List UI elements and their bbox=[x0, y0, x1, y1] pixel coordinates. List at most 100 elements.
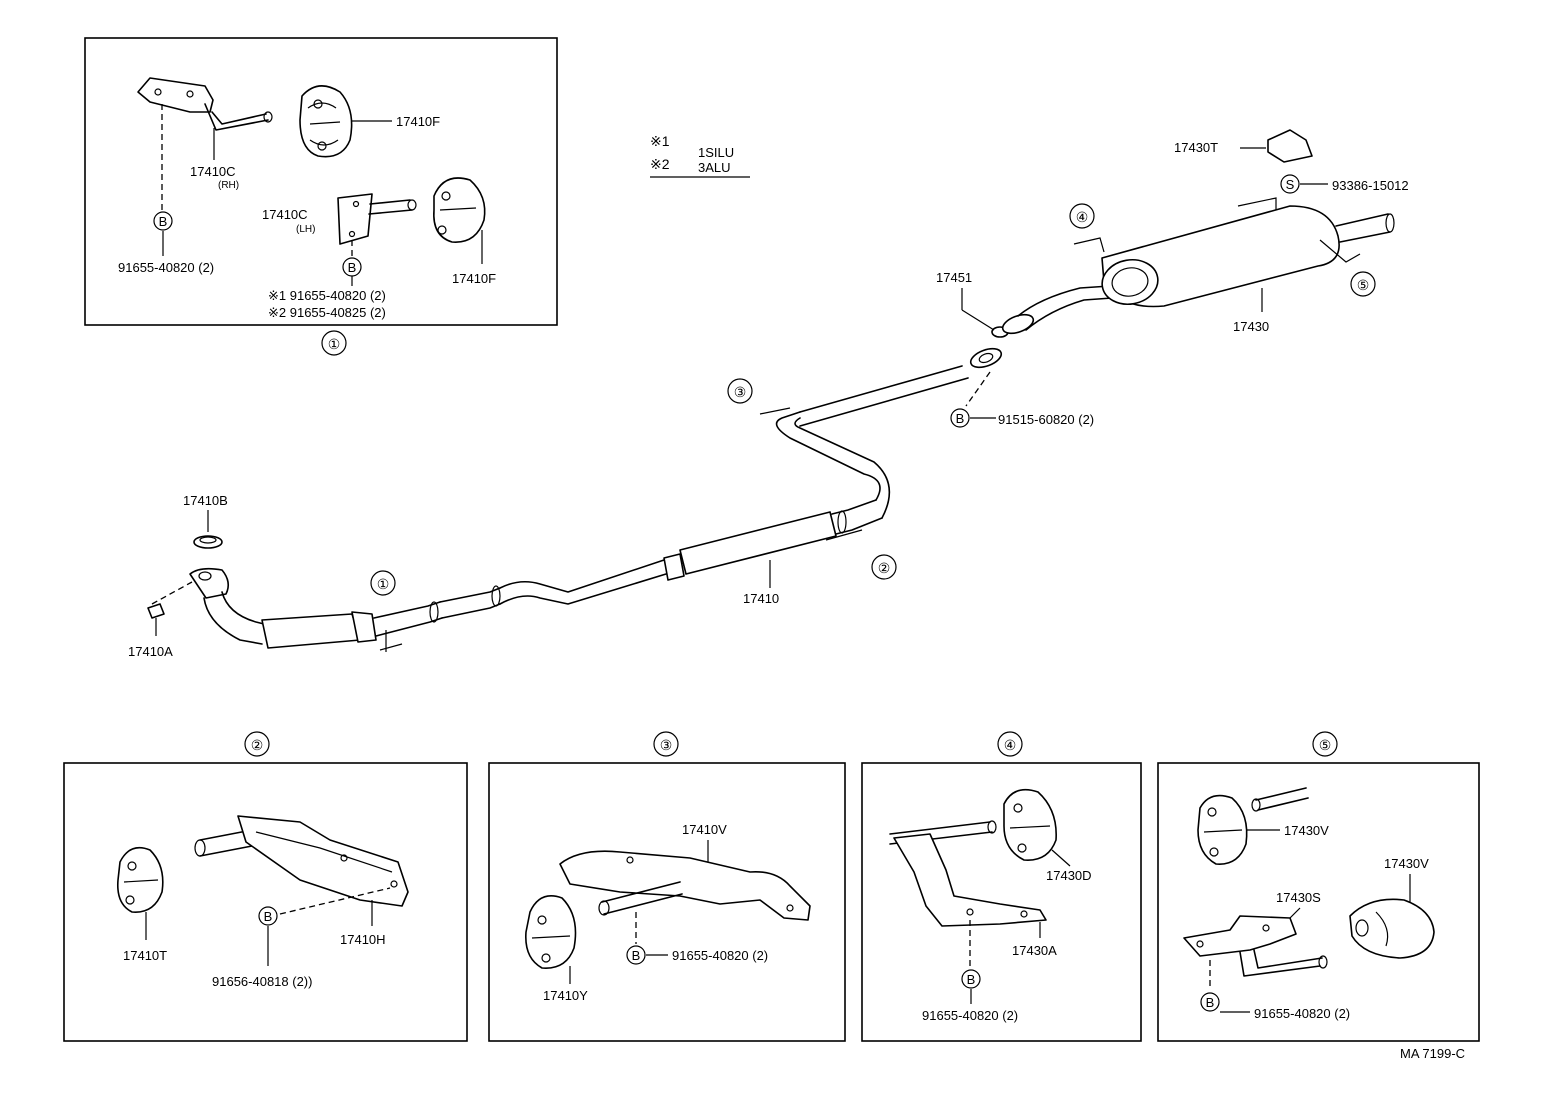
d3-insulator-label: 17410Y bbox=[543, 988, 588, 1003]
d4-bracket-label: 17430A bbox=[1012, 943, 1057, 958]
main-callout-1: ① bbox=[377, 576, 390, 592]
detail-4-frame bbox=[861, 762, 1142, 1042]
bolt-b-symbol bbox=[950, 408, 970, 428]
detail-4-group: ④ 17430D B 91655-40820 (2) 17430A bbox=[861, 731, 1142, 1042]
detail-1-group: B 91655-40820 (2) 17410C (RH) 17410F 174… bbox=[84, 37, 558, 356]
leader-dash bbox=[151, 581, 193, 605]
callout-circle-5 bbox=[1312, 731, 1338, 757]
bolt-b-symbol bbox=[626, 945, 646, 965]
diagram-code: MA 7199-C bbox=[1400, 1046, 1465, 1061]
bolt-b-symbol bbox=[1200, 992, 1220, 1012]
bracket-rh-shape bbox=[137, 77, 273, 131]
note-2-mark: ※2 bbox=[650, 156, 670, 172]
nut-label: 17410A bbox=[128, 644, 173, 659]
d5-insulator-top-shape bbox=[1197, 794, 1248, 865]
main-callout-4: ④ bbox=[1076, 209, 1089, 225]
d1-bracket-lh-label: 17410C bbox=[262, 207, 308, 222]
tail-stud-label: 93386-15012 bbox=[1332, 178, 1409, 193]
d3-bolt-label: 91655-40820 (2) bbox=[672, 948, 768, 963]
bolt-b-mark: B bbox=[159, 214, 168, 229]
callout-circle-4 bbox=[997, 731, 1023, 757]
stud-s-mark: S bbox=[1286, 177, 1295, 192]
d5-bracket-label: 17430S bbox=[1276, 890, 1321, 905]
note-2-text: 3ALU bbox=[698, 160, 731, 175]
detail-2-callout: ② bbox=[251, 737, 264, 753]
d1-rh-note: (RH) bbox=[218, 180, 239, 191]
bracket-lh-shape bbox=[337, 193, 417, 245]
d5-bracket-shape bbox=[1183, 915, 1328, 977]
detail-3-group: ③ 17410V 17410Y B 91655-40820 (2) bbox=[488, 731, 846, 1042]
d5-insulator-right-shape bbox=[1349, 898, 1435, 959]
bolt-b-symbol bbox=[258, 906, 278, 926]
d4-bolt-label: 91655-40820 (2) bbox=[922, 1008, 1018, 1023]
center-pipe-label: 17410 bbox=[743, 591, 779, 606]
d4-bracket-shape bbox=[889, 820, 1047, 927]
d1-bolt-label: 91655-40820 (2) bbox=[118, 260, 214, 275]
ring-label: 17410B bbox=[183, 493, 228, 508]
callout-circle-3 bbox=[727, 378, 753, 404]
leader-dash bbox=[279, 887, 391, 915]
tail-support-label: 17430T bbox=[1174, 140, 1218, 155]
d5-bolt-label: 91655-40820 (2) bbox=[1254, 1006, 1350, 1021]
d1-insulator-bottom-label: 17410F bbox=[452, 271, 496, 286]
d4-insulator-label: 17430D bbox=[1046, 868, 1092, 883]
d5-insulator-top-label: 17430V bbox=[1284, 823, 1329, 838]
d3-bracket-shape bbox=[559, 850, 811, 921]
detail-5-group: ⑤ 17430V 17430V 17430S bbox=[1157, 731, 1480, 1042]
d1-bracket-rh-label: 17410C bbox=[190, 164, 236, 179]
detail-3-callout: ③ bbox=[660, 737, 673, 753]
callout-circle-5 bbox=[1350, 271, 1376, 297]
detail-2-frame bbox=[63, 762, 468, 1042]
d2-insulator-label: 17410T bbox=[123, 948, 167, 963]
callout-circle-3 bbox=[653, 731, 679, 757]
d5-insulator-right-label: 17430V bbox=[1384, 856, 1429, 871]
d2-bolt-label: 91656-40818 (2)) bbox=[212, 974, 312, 989]
bolt-b-symbol bbox=[961, 969, 981, 989]
detail-5-callout: ⑤ bbox=[1319, 737, 1332, 753]
d2-bracket-shape bbox=[194, 815, 409, 907]
flange-bolt-label: 91515-60820 (2) bbox=[998, 412, 1094, 427]
main-callout-3: ③ bbox=[734, 384, 747, 400]
d2-bracket-label: 17410H bbox=[340, 932, 386, 947]
gasket-label: 17451 bbox=[936, 270, 972, 285]
ring-shape bbox=[193, 535, 223, 549]
bolt-b-symbol bbox=[153, 211, 173, 231]
variant-notes: ※1 1SILU ※2 3ALU bbox=[650, 133, 750, 178]
detail-3-frame bbox=[488, 762, 846, 1042]
main-callout-5: ⑤ bbox=[1357, 277, 1370, 293]
d1-bolt-v2-label: ※2 91655-40825 (2) bbox=[268, 305, 386, 320]
bolt-b-mark: B bbox=[264, 909, 273, 924]
d3-bracket-label: 17410V bbox=[682, 822, 727, 837]
bolt-b-mark: B bbox=[348, 260, 357, 275]
detail-1-frame bbox=[84, 37, 558, 326]
callout-circle-2 bbox=[871, 554, 897, 580]
note-1-text: 1SILU bbox=[698, 145, 734, 160]
leader-line bbox=[961, 309, 995, 331]
bolt-b-mark: B bbox=[632, 948, 641, 963]
center-pipe-shape bbox=[663, 365, 969, 581]
main-callout-2: ② bbox=[878, 560, 891, 576]
callout-circle-2 bbox=[244, 731, 270, 757]
d1-insulator-top-label: 17410F bbox=[396, 114, 440, 129]
d1-bolt-v1-label: ※1 91655-40820 (2) bbox=[268, 288, 386, 303]
detail-4-callout: ④ bbox=[1004, 737, 1017, 753]
detail-2-group: ② 17410T B 91656-40818 (2)) 17410H bbox=[63, 731, 468, 1042]
leader-dash bbox=[965, 371, 991, 407]
insulator-bottom-shape bbox=[433, 177, 486, 243]
d2-insulator-shape bbox=[116, 846, 164, 913]
main-assembly: 17410B 17410A ① bbox=[128, 129, 1409, 659]
front-pipe-shape bbox=[189, 559, 667, 652]
nut-shape bbox=[147, 603, 165, 619]
insulator-top-shape bbox=[299, 85, 353, 158]
bolt-b-mark: B bbox=[1206, 995, 1215, 1010]
leader-line bbox=[1051, 849, 1071, 867]
detail-1-callout: ① bbox=[328, 336, 341, 352]
d3-insulator-shape bbox=[525, 895, 577, 969]
rear-muffler-label: 17430 bbox=[1233, 319, 1269, 334]
flange-shape bbox=[969, 285, 1113, 369]
callout-circle-4 bbox=[1069, 203, 1095, 229]
stud-s-symbol bbox=[1280, 174, 1300, 194]
rear-muffler-shape bbox=[1073, 197, 1395, 308]
